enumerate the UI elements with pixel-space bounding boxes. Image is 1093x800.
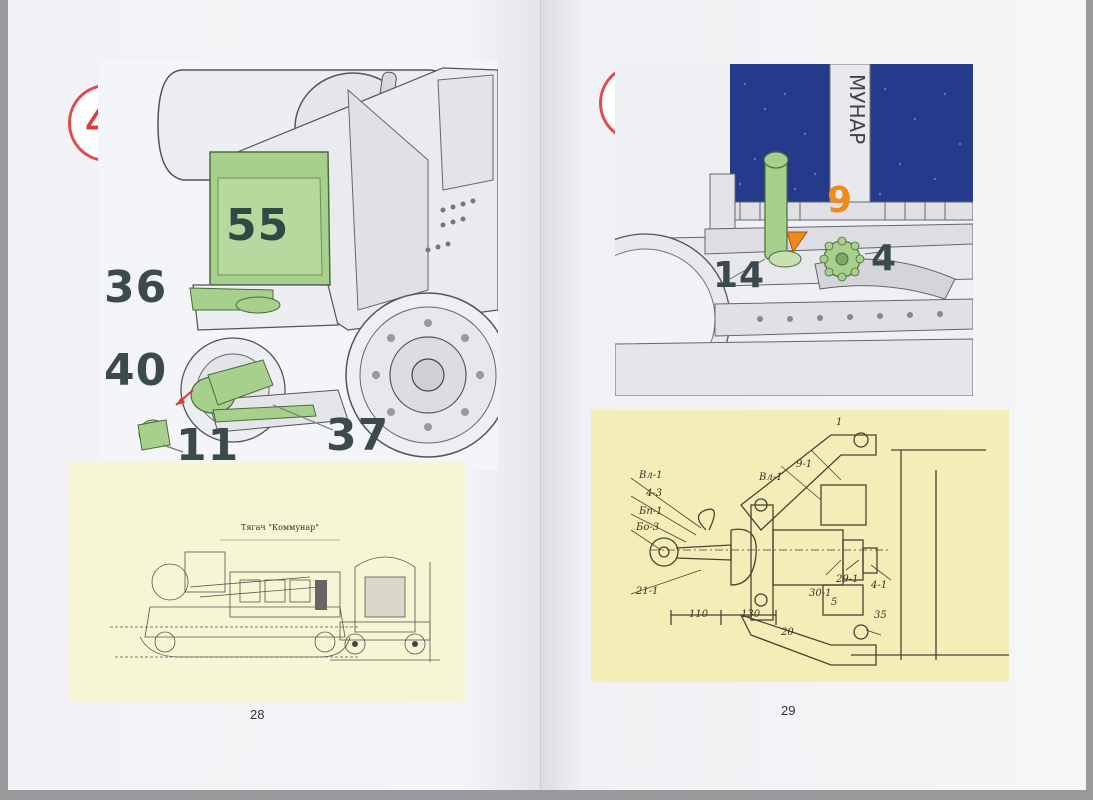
part-label-9: 9 <box>827 180 854 221</box>
historic-blueprint-photo: Тягач "Коммунар" <box>70 462 466 702</box>
drawing-label-6: Бо-3 <box>635 522 659 533</box>
drawing-label-9: 4-1 <box>870 580 887 591</box>
part-label-55: 55 <box>226 200 290 251</box>
radiator-vertical-text: МУНАР <box>845 74 869 144</box>
radiator-drawing: МУНАР <box>615 64 973 396</box>
drawing-label-13: 21-1 <box>635 586 658 597</box>
historic-technical-drawing: 1 9-1 Вл-1 4-3 Бп-1 Бо-3 Вл-1 29-1 4-1 3… <box>591 410 1009 682</box>
part-label-4: 4 <box>871 238 898 279</box>
tractor-front-drawing <box>98 60 498 470</box>
drawing-label-10: 30-1 <box>809 588 831 599</box>
mechanism-drawing: 1 9-1 Вл-1 4-3 Бп-1 Бо-3 Вл-1 29-1 4-1 3… <box>591 410 1009 682</box>
part-label-14: 14 <box>713 255 766 296</box>
drawing-label-8: 29-1 <box>835 574 858 585</box>
tractor-front-illustration <box>98 60 498 470</box>
right-page: 46 МУНАР <box>541 0 1086 790</box>
left-page: 45 <box>8 0 541 790</box>
part-label-37: 37 <box>326 410 390 461</box>
drawing-label-1: 1 <box>836 417 842 428</box>
drawing-label-4: 4-3 <box>645 488 662 499</box>
drawing-label-3: Вл-1 <box>638 470 662 481</box>
drawing-label-11: 5 <box>831 597 837 608</box>
page-number-right: 29 <box>781 703 796 718</box>
part-label-40: 40 <box>104 345 168 396</box>
drawing-label-2: 9-1 <box>796 459 812 470</box>
radiator-front-illustration: МУНАР <box>615 64 973 396</box>
page-number-left: 28 <box>250 707 265 722</box>
drawing-label-5: Бп-1 <box>638 506 663 517</box>
blueprint-title: Тягач "Коммунар" <box>241 523 319 532</box>
drawing-label-15: 130 <box>741 609 761 620</box>
drawing-label-14: 110 <box>689 609 709 620</box>
drawing-label-7: Вл-1 <box>758 472 782 483</box>
drawing-label-12: 35 <box>874 610 887 621</box>
blueprint-drawing: Тягач "Коммунар" <box>70 462 466 702</box>
drawing-label-16: 20 <box>780 627 794 638</box>
part-label-36: 36 <box>104 262 168 313</box>
